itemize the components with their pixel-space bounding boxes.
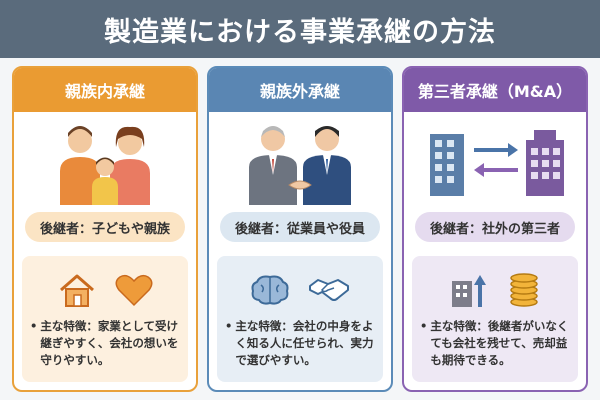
page-title: 製造業における事業承継の方法	[104, 16, 496, 48]
successor-label: 後継者：子どもや親族	[25, 212, 185, 242]
title-bar: 製造業における事業承継の方法	[0, 0, 600, 58]
bullet: •	[30, 319, 38, 333]
building-growth-icon	[448, 271, 488, 309]
handshake-icon	[308, 274, 350, 306]
house-icon	[57, 272, 97, 308]
feature-text: 主な特徴：後継者がいなくても会社を残せて、売却益も期待できる。	[430, 319, 569, 367]
feature-text: 主な特徴：家業として受け継ぎやすく、会社の想いを守りやすい。	[40, 319, 179, 367]
bullet: •	[420, 319, 428, 333]
card-heading: 親族内承継	[14, 68, 196, 112]
buildings-exchange-icon	[404, 112, 586, 208]
successor-label: 後継者：従業員や役員	[220, 212, 380, 242]
card-heading: 親族外承継	[209, 68, 391, 112]
coins-icon	[506, 272, 542, 308]
card-heading: 第三者承継（M&A）	[404, 68, 586, 112]
card-employee-succession: 親族外承継 後継者：従業員や役員	[207, 66, 393, 392]
family-icon	[14, 112, 196, 208]
handshake-people-icon	[209, 112, 391, 208]
bullet: •	[225, 319, 233, 333]
successor-label: 後継者：社外の第三者	[415, 212, 575, 242]
feature-box: • 主な特徴：後継者がいなくても会社を残せて、売却益も期待できる。	[412, 256, 578, 382]
brain-icon	[250, 273, 290, 307]
feature-box: • 主な特徴：家業として受け継ぎやすく、会社の想いを守りやすい。	[22, 256, 188, 382]
feature-box: • 主な特徴：会社の中身をよく知る人に任せられ、実力で選びやすい。	[217, 256, 383, 382]
heart-icon	[115, 273, 153, 307]
card-family-succession: 親族内承継 後継者：子どもや親族	[12, 66, 198, 392]
card-third-party-succession: 第三者承継（M&A） 後継者：社外の第三者	[402, 66, 588, 392]
feature-text: 主な特徴：会社の中身をよく知る人に任せられ、実力で選びやすい。	[235, 319, 374, 367]
